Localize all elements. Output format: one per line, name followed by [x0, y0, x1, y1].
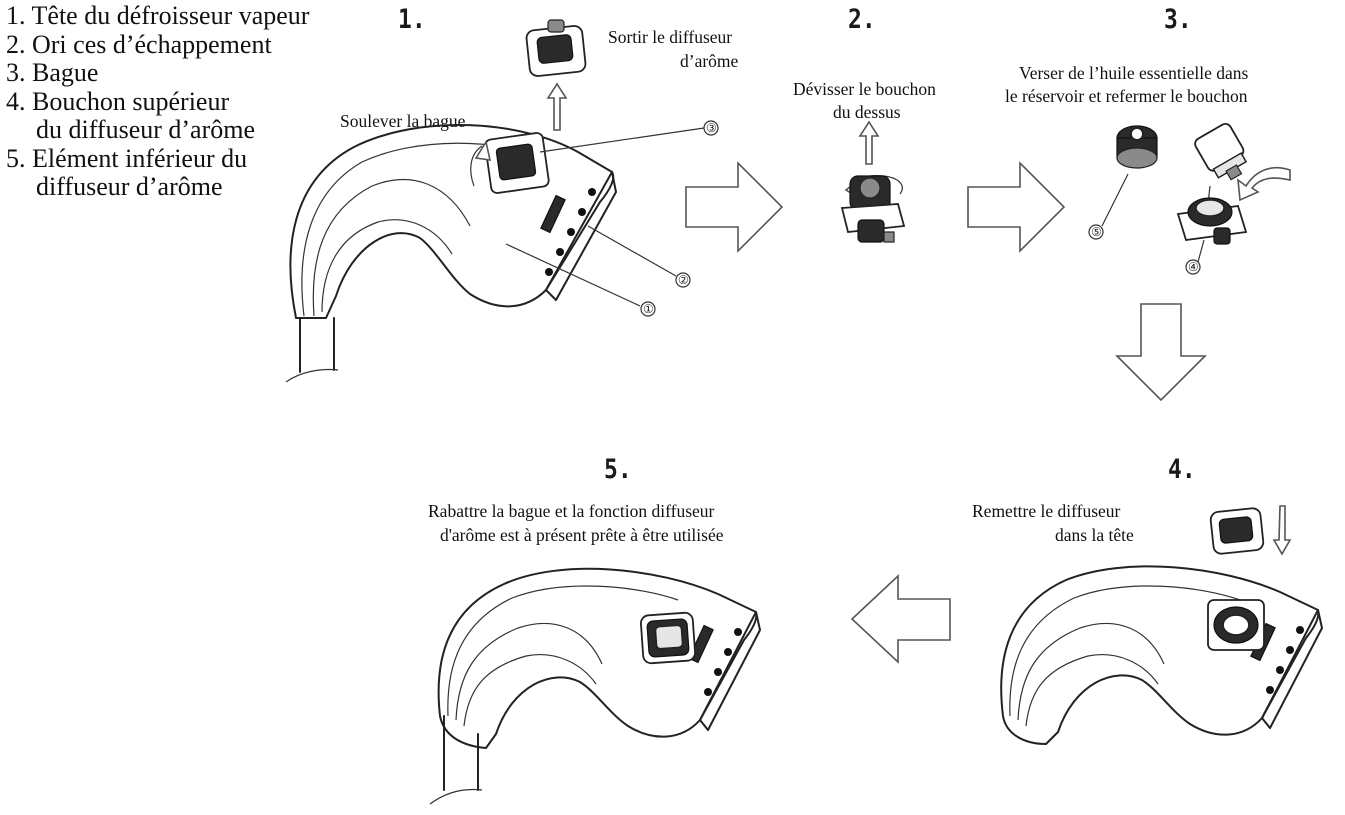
step-3-caption-line2: le réservoir et refermer le bouchon — [1005, 86, 1248, 106]
parts-legend: 1. Tête du défroisseur vapeur 2. Ori ces… — [6, 1, 310, 202]
arrow-step2-to-3 — [967, 161, 1066, 253]
legend-item-3: 3. Bague — [6, 58, 99, 87]
legend-item-5-cont: diffuseur d’arôme — [36, 172, 223, 201]
arrow-step3-to-4 — [1115, 303, 1207, 402]
step-4-reinsert-illustration — [1000, 505, 1323, 745]
arrow-step1-to-2 — [685, 161, 784, 253]
legend-item-2: 2. Ori ces d’échappement — [6, 29, 272, 59]
step-1-steamer-head-illustration — [285, 19, 719, 383]
legend-item-4-cont: du diffuseur d’arôme — [36, 115, 256, 144]
step-4-caption-line2: dans la tête — [1055, 525, 1134, 545]
callout-5: ⑤ — [1091, 225, 1102, 239]
step-5-caption-line1: Rabattre la bague et la fonction diffuse… — [428, 501, 715, 521]
step-2-caption-line1: Dévisser le bouchon — [793, 79, 936, 99]
callout-2: ② — [678, 273, 689, 287]
step-1-number: 1. — [398, 4, 426, 35]
callout-3: ③ — [706, 121, 717, 135]
step-3-number: 3. — [1164, 4, 1192, 35]
step-3-caption-line1: Verser de l’huile essentielle dans — [1019, 63, 1249, 83]
legend-item-1: 1. Tête du défroisseur vapeur — [6, 1, 310, 30]
step-2-caption-line2: du dessus — [833, 102, 901, 122]
step-5-number: 5. — [604, 454, 632, 485]
step-1-caption-remove-line1: Sortir le diffuseur — [608, 27, 733, 47]
callout-4: ④ — [1188, 260, 1199, 274]
step-1-caption-remove-line2: d’arôme — [680, 51, 739, 71]
step-5-caption-line2: d'arôme est à présent prête à être utili… — [440, 525, 724, 545]
callout-1: ① — [643, 302, 654, 316]
step-2-number: 2. — [848, 4, 876, 35]
step-5-ready-illustration — [429, 567, 761, 805]
legend-item-5: 5. Elément inférieur du — [6, 143, 248, 173]
step-4-caption-line1: Remettre le diffuseur — [972, 501, 1121, 521]
step-3-pour-oil-illustration — [1088, 122, 1291, 275]
step-2-unscrew-illustration — [840, 120, 906, 243]
arrow-step4-to-5 — [850, 574, 951, 664]
step-4-number: 4. — [1168, 454, 1196, 485]
legend-item-4: 4. Bouchon supérieur — [6, 86, 230, 116]
